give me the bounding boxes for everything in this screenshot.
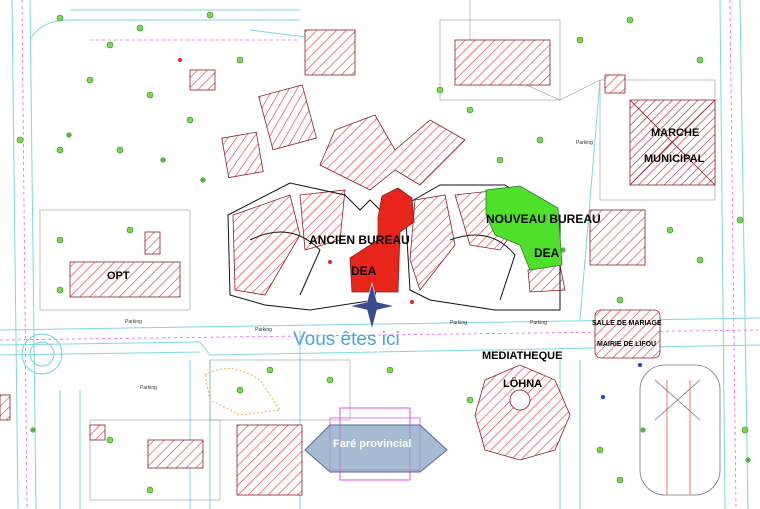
label-municipal: MUNICIPAL bbox=[644, 153, 705, 165]
label-opt: OPT bbox=[107, 270, 130, 282]
building-north-wings bbox=[319, 114, 466, 191]
site-marks bbox=[178, 58, 642, 399]
ancien-bureau-building bbox=[349, 187, 415, 293]
nouveau-bureau-building bbox=[485, 185, 563, 271]
parking-label: Parking bbox=[450, 320, 467, 326]
playground-area bbox=[204, 368, 281, 416]
star-marker-icon bbox=[349, 281, 395, 331]
building-top-right bbox=[454, 39, 551, 86]
building-salle-mariage bbox=[594, 309, 661, 359]
label-salle-de-mariage: SALLE DE MARIAGE bbox=[592, 320, 662, 327]
label-mairie-de-lifou: MAIRIE DE LIFOU bbox=[597, 341, 657, 348]
building-top-center bbox=[304, 29, 356, 76]
parking-label: Parking bbox=[140, 385, 157, 391]
label-nouveau-bureau: NOUVEAU BUREAU bbox=[486, 212, 601, 226]
label-ancien-bureau: ANCIEN BUREAU bbox=[309, 233, 410, 247]
label-lohna: LÖHNA bbox=[503, 378, 543, 390]
building-mediatheque bbox=[474, 364, 571, 461]
label-marche: MARCHE bbox=[651, 127, 700, 139]
parking-label: Parking bbox=[125, 319, 142, 325]
parking-label: Parking bbox=[576, 140, 593, 146]
label-nouveau-dea: DEA bbox=[534, 246, 560, 260]
palm-icon bbox=[30, 132, 751, 463]
label-fare-provincial: Faré provincial bbox=[333, 438, 412, 450]
label-ancien-dea: DEA bbox=[351, 264, 377, 278]
fare-provincial-building bbox=[304, 407, 448, 481]
hatched-buildings bbox=[0, 29, 716, 496]
parking-area bbox=[639, 364, 721, 496]
parking-label: Parking bbox=[255, 327, 272, 333]
label-mediatheque: MEDIATHEQUE bbox=[482, 350, 563, 362]
you-are-here-label: Vous êtes ici bbox=[293, 329, 400, 350]
roundabout bbox=[21, 333, 63, 375]
parking-label: Parking bbox=[530, 320, 547, 326]
building-opt bbox=[69, 261, 181, 298]
